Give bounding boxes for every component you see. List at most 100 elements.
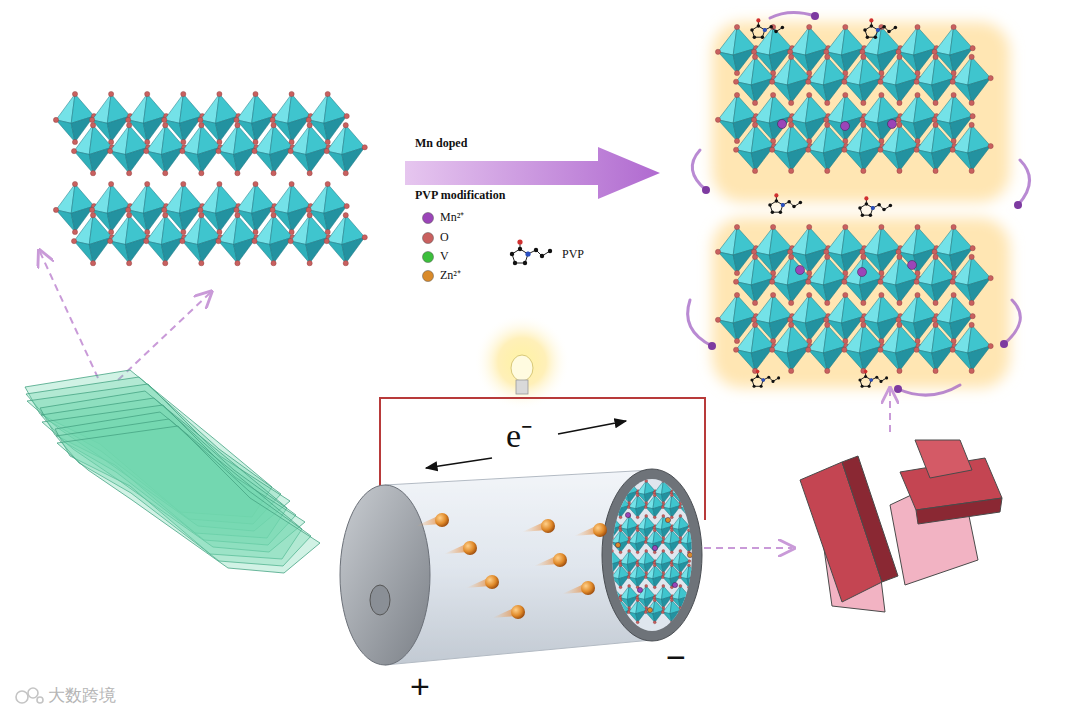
carbon-atom	[861, 213, 865, 217]
octahedron-face	[932, 257, 955, 285]
carbon-atom	[534, 248, 538, 252]
octahedron-face	[644, 586, 655, 599]
octahedron-face	[968, 278, 991, 303]
octahedron-face	[751, 125, 774, 153]
octahedron-face	[89, 237, 112, 263]
oxygen-atom	[969, 122, 974, 127]
oxygen-atom	[788, 117, 793, 122]
bond	[528, 250, 550, 256]
oxygen-atom	[679, 506, 682, 509]
octahedron-face	[619, 565, 630, 578]
oxygen-atom	[734, 24, 739, 29]
oxygen-atom	[270, 117, 275, 122]
octahedron-face	[679, 596, 690, 608]
oxygen-atom	[969, 300, 974, 305]
zinc-ion	[665, 517, 670, 522]
ion-path	[1018, 160, 1030, 205]
oxygen-atom	[628, 480, 631, 483]
oxygen-atom	[864, 196, 868, 200]
octahedron	[610, 564, 631, 589]
octahedron-face	[620, 481, 629, 494]
oxygen-atom	[611, 515, 614, 518]
step-label: PVP modification	[415, 189, 505, 202]
octahedron-face	[619, 530, 630, 543]
oxygen-atom	[661, 576, 664, 579]
octahedron	[842, 54, 885, 105]
oxygen-atom	[636, 551, 639, 554]
octahedron-face	[733, 27, 756, 55]
nitrogen-atom	[761, 378, 765, 382]
oxygen-atom	[619, 621, 622, 624]
terminal-sign: −	[666, 640, 686, 676]
oxygen-atom	[289, 91, 294, 96]
oxygen-atom	[181, 181, 186, 186]
octahedron	[216, 123, 259, 176]
carbon-atom	[876, 28, 880, 32]
manganese-ion	[625, 512, 630, 517]
oxygen-atom	[789, 168, 794, 173]
octahedron-face	[612, 542, 621, 552]
oxygen-atom	[789, 300, 794, 305]
oxygen-atom	[602, 561, 605, 564]
octahedron-face	[968, 146, 991, 171]
carbon-atom	[781, 203, 785, 207]
oxygen-atom	[610, 611, 613, 614]
octahedron-face	[860, 57, 883, 85]
oxygen-atom	[653, 551, 656, 554]
octahedron-face	[896, 57, 919, 85]
oxygen-atom	[988, 75, 993, 80]
octahedron-face	[288, 184, 311, 213]
octahedron	[806, 122, 849, 173]
oxygen-atom	[679, 585, 682, 588]
oxygen-atom	[235, 171, 240, 176]
oxygen-atom	[661, 611, 664, 614]
oxygen-atom	[611, 607, 614, 610]
octahedron-face	[619, 600, 630, 613]
oxygen-atom	[734, 70, 739, 75]
oxygen-atom	[915, 24, 920, 29]
oxygen-atom	[636, 599, 639, 602]
octahedron-face	[306, 125, 329, 154]
octahedron	[610, 529, 631, 554]
octahedron-face	[610, 491, 621, 503]
octahedron-face	[670, 610, 681, 622]
oxygen-atom	[611, 537, 614, 540]
oxygen-atom	[611, 550, 614, 553]
oxygen-atom	[950, 147, 955, 152]
oxygen-atom	[806, 347, 811, 352]
carbon-atom	[762, 378, 765, 381]
octahedron	[661, 564, 682, 589]
octahedron-face	[603, 493, 612, 503]
nanobelt-prisms	[800, 440, 1002, 612]
oxygen-atom	[619, 564, 622, 567]
oxygen-atom	[951, 92, 956, 97]
carbon-atom	[548, 249, 552, 253]
oxygen-atom	[861, 300, 866, 305]
oxygen-atom	[344, 203, 349, 208]
oxygen-atom	[879, 224, 884, 229]
oxygen-atom	[825, 168, 830, 173]
oxygen-atom	[824, 317, 829, 322]
oxygen-atom	[950, 79, 955, 84]
oxygen-atom	[71, 149, 76, 154]
nanobelt	[915, 440, 972, 478]
octahedron	[950, 122, 993, 173]
oxygen-atom	[344, 113, 349, 118]
octahedron-face	[968, 346, 991, 371]
octahedron	[806, 322, 849, 373]
oxygen-atom	[878, 347, 883, 352]
oxygen-atom	[860, 117, 865, 122]
oxygen-atom	[878, 279, 883, 284]
octahedron-face	[662, 586, 673, 599]
octahedron-face	[860, 125, 883, 153]
octahedron	[180, 123, 223, 176]
oxygen-atom	[611, 480, 614, 483]
octahedron-face	[687, 540, 698, 552]
oxygen-atom	[271, 261, 276, 266]
oxygen-atom	[199, 171, 204, 176]
carbon-atom	[769, 25, 773, 29]
octahedron-face	[234, 147, 257, 173]
octahedron-face	[644, 481, 655, 494]
octahedron-face	[636, 495, 647, 508]
oxygen-atom	[933, 322, 938, 327]
